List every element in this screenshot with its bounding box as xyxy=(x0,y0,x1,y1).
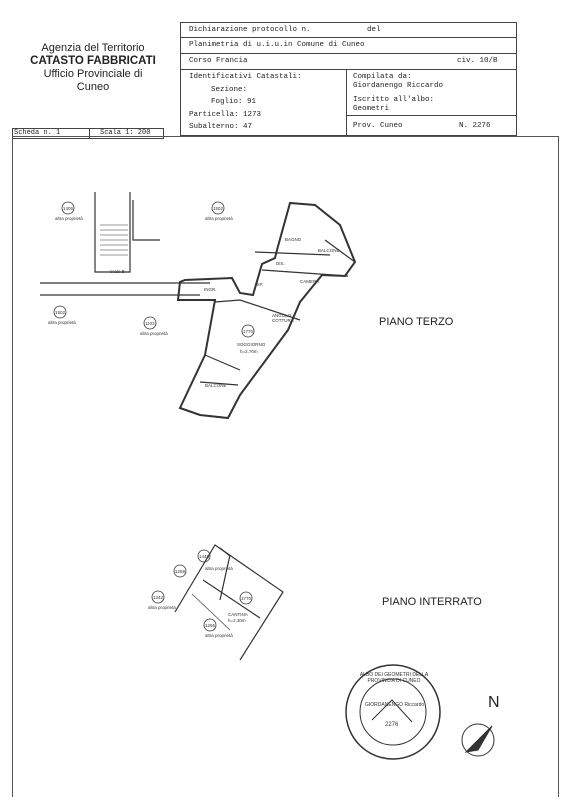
neighbor-id: 1502 xyxy=(213,206,224,211)
catasto-title: CATASTO FABBRICATI xyxy=(30,55,156,67)
room-ingr: INGR. xyxy=(204,287,217,292)
north-label: N xyxy=(488,694,500,711)
province-label: Prov. Cuneo xyxy=(353,122,403,130)
header-row-address xyxy=(181,53,516,70)
header-row-protocol xyxy=(181,23,516,38)
neighbor-id: 1103 xyxy=(145,321,155,326)
neighbor-owner: altra proprietà xyxy=(205,566,233,571)
neighbor-owner: altra proprietà xyxy=(55,216,83,221)
unit-id: 1770 xyxy=(243,329,254,334)
room-balcone-1: BALCONE xyxy=(318,248,340,253)
wall-kitchen xyxy=(214,299,301,321)
neighbor-id: 1269 xyxy=(175,569,186,574)
wall-bagno xyxy=(254,251,331,256)
level-piano-terzo: PIANO TERZO xyxy=(379,316,454,328)
stair-steps xyxy=(100,224,128,256)
room-angolo-cottura: ANGOLO COTTURA xyxy=(272,313,294,323)
office-city: Cuneo xyxy=(76,81,110,93)
foglio-label: Foglio: 91 xyxy=(211,98,257,106)
scheda-box xyxy=(12,128,164,139)
basement-walls xyxy=(202,547,261,619)
wall-living xyxy=(204,354,241,371)
room-rip: RIP. xyxy=(255,282,264,287)
unit-id: 1770 xyxy=(241,596,252,601)
drawing-frame xyxy=(12,136,559,797)
header-row-planimetria xyxy=(181,37,516,54)
stamp-number: 2276 xyxy=(385,722,399,728)
neighbor-owner: altra proprietà xyxy=(148,605,176,610)
stamp-name: GIORDANENGO Riccardo xyxy=(365,702,425,708)
neighbor-id: 1266 xyxy=(205,623,216,628)
stamp-ring-text: ALBO DEI GEOMETRI DELLA PROVINCIA DI CUN… xyxy=(359,672,429,684)
room-bagno: BAGNO xyxy=(285,237,302,242)
neighbor-owner: altra proprietà xyxy=(140,331,168,336)
stair-walls xyxy=(94,192,131,273)
albo-label: Geometri xyxy=(353,105,390,113)
cadastral-header: Dichiarazione protocollo n. del Planimet… xyxy=(180,22,517,136)
neighbor-id: 1502 xyxy=(55,310,66,315)
room-dis: DIS. xyxy=(276,261,285,266)
room-cantina: CANTINA xyxy=(228,612,248,617)
scheda-divider xyxy=(89,129,90,138)
room-camera: CAMERA xyxy=(300,279,320,284)
professional-stamp xyxy=(345,664,441,760)
neighbor-id: 1405 xyxy=(63,206,74,211)
room-balcone-2: BALCONE xyxy=(205,383,227,388)
particella-label: Particella: 1273 xyxy=(189,111,262,119)
agency-name: Agenzia del Territorio xyxy=(41,42,145,54)
compiler-name: Giordanengo Riccardo xyxy=(353,82,444,90)
neighbor-owner: altra proprietà xyxy=(48,320,76,325)
protocol-label: Dichiarazione protocollo n. xyxy=(189,26,311,34)
neighbor-owner: altra proprietà xyxy=(205,216,233,221)
register-number: N. 2276 xyxy=(459,122,491,130)
planimetria-label: Planimetria di u.i.u.in Comune di Cuneo xyxy=(189,41,365,49)
room-soggiorno: SOGGIORNO xyxy=(237,342,266,347)
neighbor-id: 1342 xyxy=(153,595,164,600)
header-divider xyxy=(346,69,347,135)
sezione-label: Sezione: xyxy=(211,86,248,94)
agency-block: Agenzia del Territorio CATASTO FABBRICAT… xyxy=(18,42,168,94)
landing-wall xyxy=(132,200,160,241)
subalterno-label: Subalterno: 47 xyxy=(189,123,253,131)
iscritto-label: Iscritto all'albo: xyxy=(353,96,435,104)
civic-number: civ. 10/B xyxy=(457,57,498,65)
level-piano-interrato: PIANO INTERRATO xyxy=(382,596,482,608)
header-divider-h xyxy=(346,115,516,116)
room-height: h=2.70m xyxy=(240,349,258,354)
basement-outline xyxy=(174,544,284,661)
neighbor-id: 1448 xyxy=(199,554,210,559)
office-label: Ufficio Provinciale di xyxy=(43,68,143,80)
stair-label: scala B xyxy=(110,269,125,274)
scale-label: Scala 1: 200 xyxy=(100,129,151,137)
scheda-label: Scheda n. 1 xyxy=(14,129,61,137)
ident-title: Identificativi Catastali: xyxy=(189,73,302,81)
compilata-label: Compilata da: xyxy=(353,73,412,81)
room-cantina-height: h=2.30m xyxy=(228,618,246,623)
balcony-wall xyxy=(324,239,356,263)
address-label: Corso Francia xyxy=(189,57,248,65)
neighbor-owner: altra proprietà xyxy=(205,633,233,638)
north-arrow-shape xyxy=(461,723,495,757)
protocol-del: del xyxy=(367,26,381,34)
wall-camera xyxy=(261,269,349,277)
wall-balcony xyxy=(199,381,239,386)
